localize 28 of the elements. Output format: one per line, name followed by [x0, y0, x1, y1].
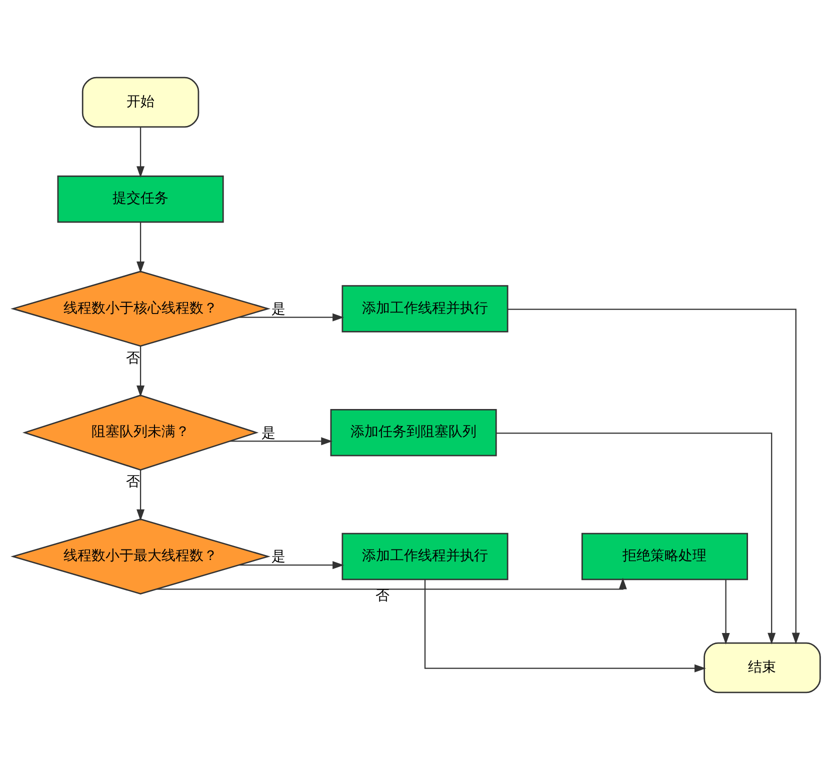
edge-label: 是	[261, 425, 276, 442]
node-box: 添加任务到阻塞队列	[330, 408, 497, 456]
node-box: 开始	[82, 76, 200, 128]
node-box: 添加工作线程并执行	[342, 285, 508, 332]
node-box: 拒绝策略处理	[581, 532, 748, 580]
edge-label: 否	[376, 588, 390, 604]
arrow	[136, 470, 145, 521]
arrow	[722, 580, 730, 645]
node-box: 提交任务	[57, 176, 224, 223]
edge-label: 是	[272, 549, 286, 566]
arrow	[238, 561, 344, 570]
arrow	[424, 580, 706, 672]
edge-label: 否	[126, 474, 140, 490]
arrow	[136, 127, 145, 178]
edge-label: 是	[272, 301, 286, 318]
node-box: 结束	[704, 642, 821, 694]
arrow	[136, 222, 145, 274]
arrow	[238, 313, 344, 322]
arrow	[508, 308, 800, 644]
arrow	[496, 432, 776, 644]
node-box: 添加工作线程并执行	[342, 532, 508, 580]
arrow	[230, 437, 333, 446]
node-diamond: 线程数小于最大线程数？	[10, 518, 270, 594]
arrow	[136, 346, 145, 397]
arrow	[156, 578, 627, 590]
node-diamond: 线程数小于核心线程数？	[10, 270, 270, 347]
node-diamond: 阻塞队列未满？	[22, 394, 259, 471]
edge-label: 否	[126, 350, 140, 366]
